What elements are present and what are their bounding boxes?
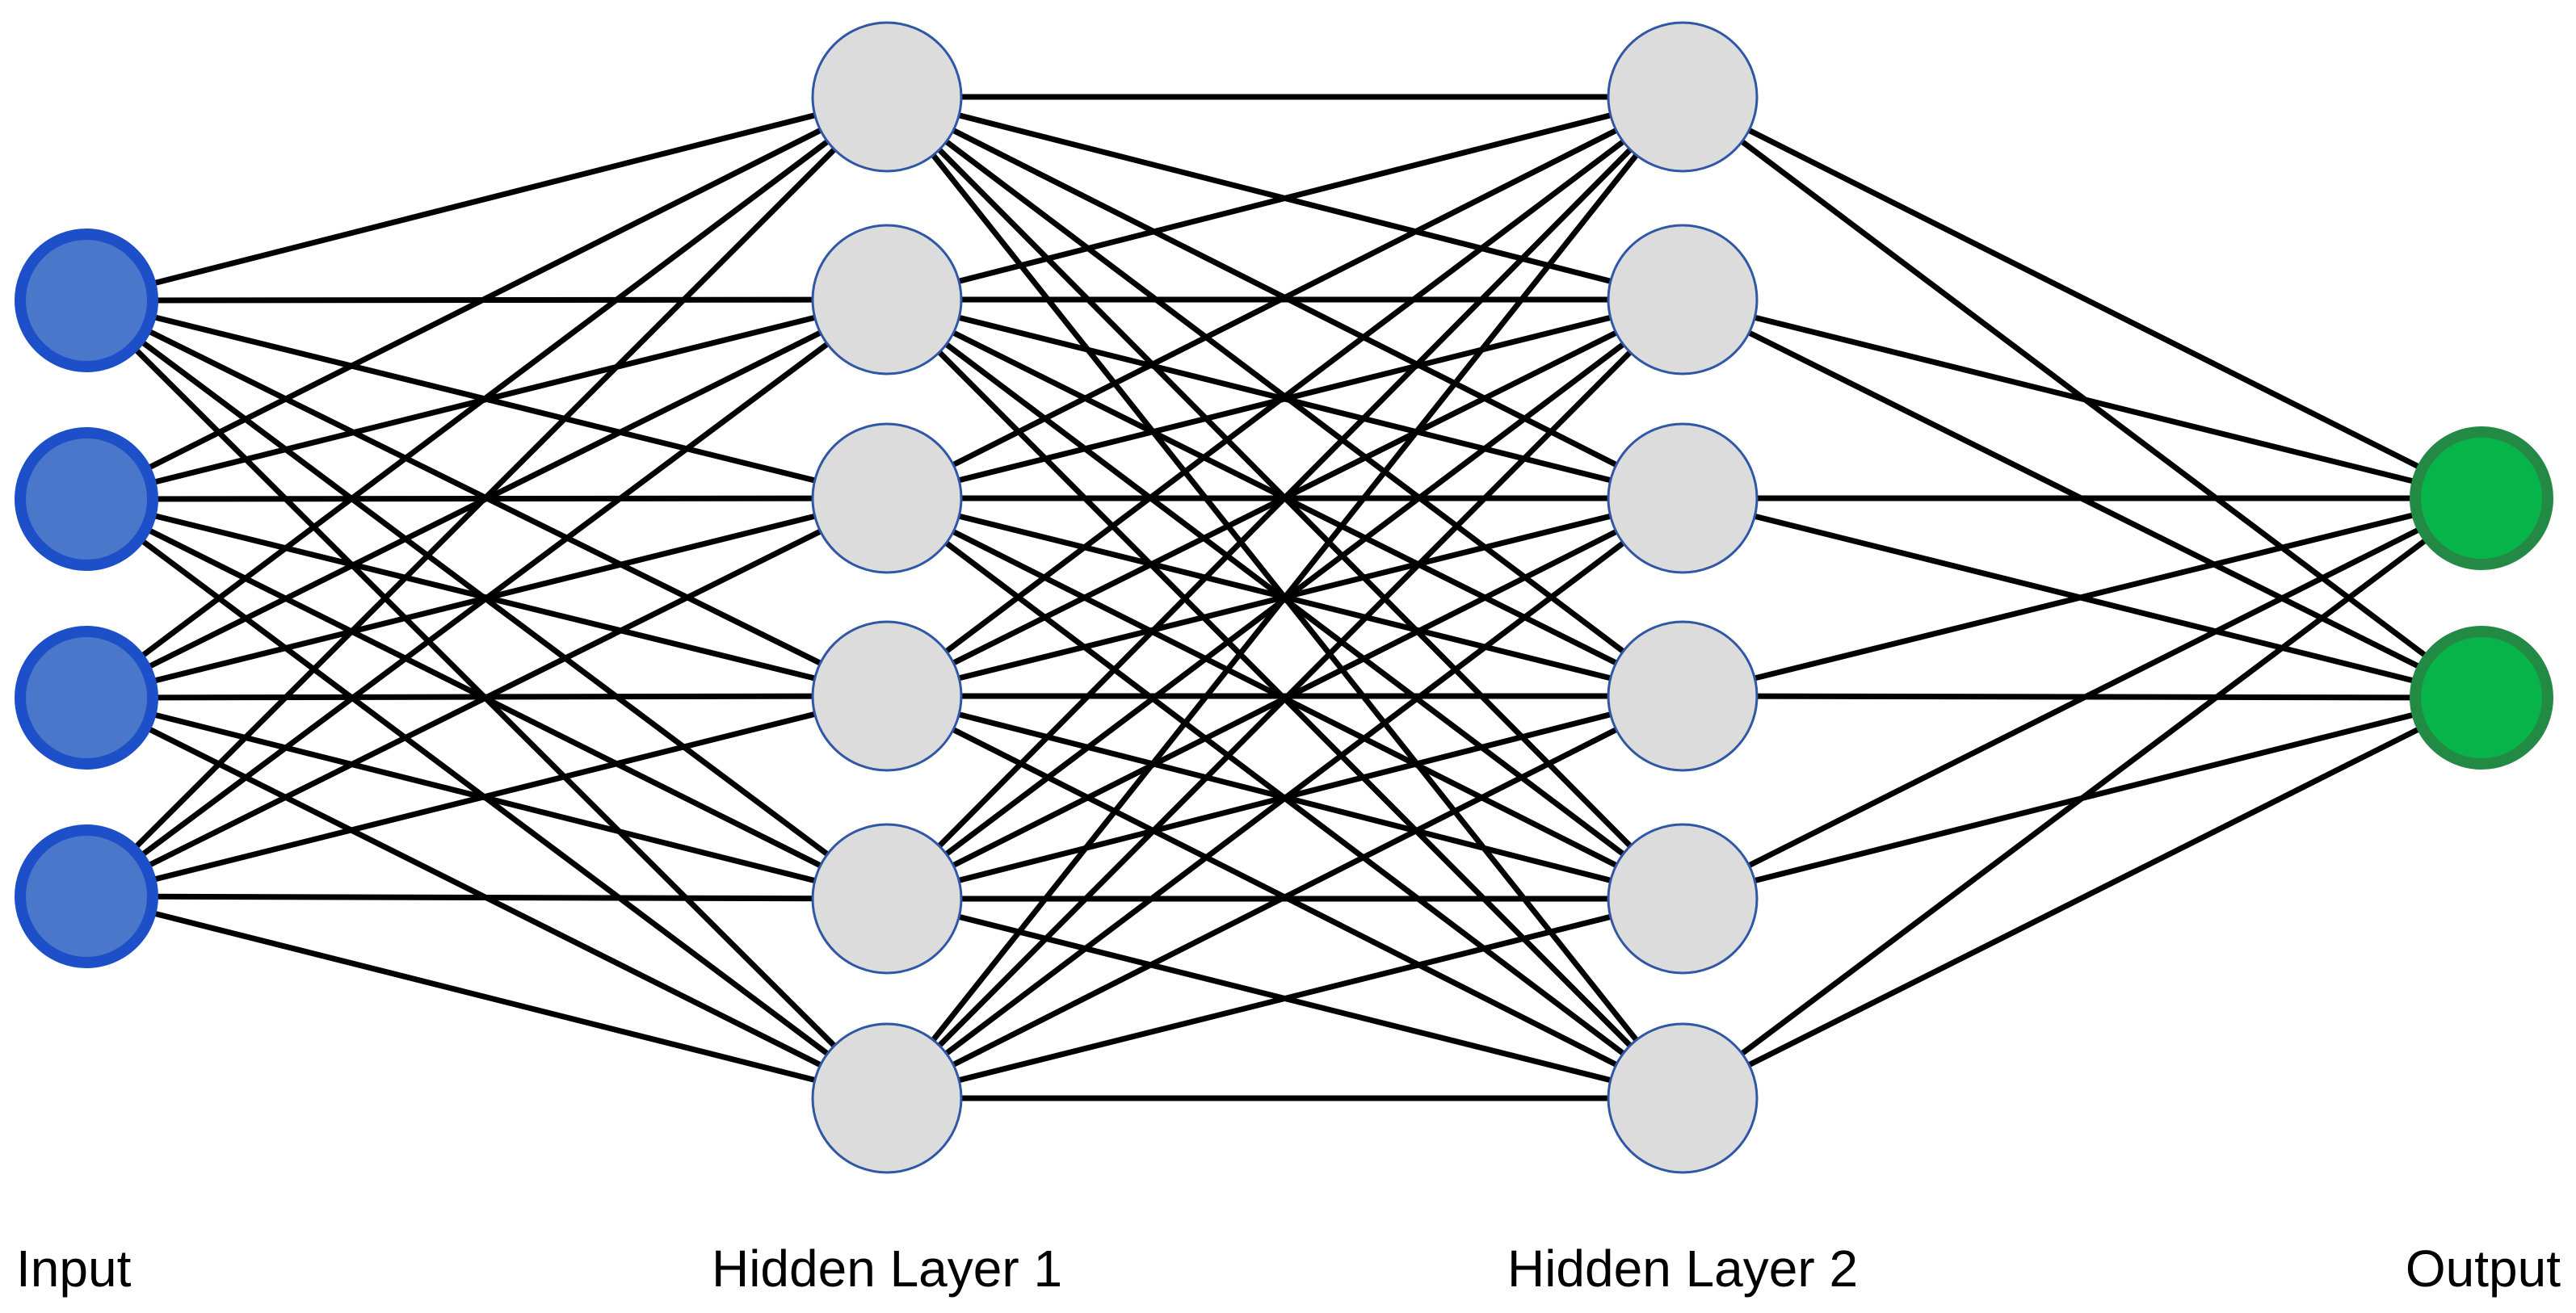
hidden-node-2-4 [811,620,963,772]
hidden-node-3-4 [1607,620,1759,772]
hidden-node-3-1 [1607,21,1759,173]
edge-l1-4-to-l2-2 [84,297,889,899]
edge-l3-2-to-l4-1 [1682,296,2482,501]
edge-l2-6-to-l3-5 [886,896,1683,1101]
layer-label-hidden-2: Hidden Layer 2 [1507,1240,1858,1298]
edge-l1-4-to-l2-1 [84,94,889,899]
hidden-node-2-5 [811,823,963,975]
hidden-node-2-1 [811,21,963,173]
edge-l1-2-to-l2-1 [85,94,889,502]
edge-l1-4-to-l2-5 [86,893,888,902]
edge-l2-2-to-l3-1 [886,94,1683,303]
hidden-node-3-3 [1607,422,1759,574]
hidden-node-3-5 [1607,823,1759,975]
edge-l1-4-to-l2-4 [86,693,888,900]
connections [84,94,2484,1101]
edge-l2-6-to-l3-1 [885,94,1685,1101]
layer-label-hidden-1: Hidden Layer 1 [712,1240,1062,1298]
edge-l1-4-to-l2-3 [85,495,889,900]
hidden-node-3-6 [1607,1022,1759,1174]
edge-l3-4-to-l4-1 [1682,495,2482,699]
output-node-4-2 [2410,626,2553,770]
hidden-node-2-2 [811,224,963,375]
edge-l2-6-to-l3-4 [885,693,1684,1101]
edge-l1-1-to-l2-1 [86,94,888,304]
edge-l2-6-to-l3-2 [885,297,1685,1101]
neurons [15,21,2553,1174]
hidden-node-3-2 [1607,224,1759,375]
edge-l1-3-to-l2-1 [84,94,889,700]
edge-l3-6-to-l4-1 [1680,496,2484,1101]
layer-labels: Input Hidden Layer 1 Hidden Layer 2 Outp… [16,1240,2561,1298]
hidden-node-2-6 [811,1022,963,1174]
edge-l2-4-to-l3-1 [885,94,1685,698]
output-node-4-1 [2410,426,2553,570]
input-node-1-3 [15,626,158,770]
layer-label-input: Input [16,1240,132,1298]
edge-l2-3-to-l3-1 [885,94,1684,501]
input-node-1-4 [15,824,158,968]
layer-label-output: Output [2406,1240,2561,1298]
input-node-1-2 [15,427,158,571]
edge-l2-5-to-l3-1 [885,94,1685,901]
hidden-node-2-3 [811,422,963,574]
input-node-1-1 [15,229,158,372]
edge-l3-6-to-l4-2 [1681,694,2483,1101]
edge-l3-5-to-l4-1 [1681,495,2483,902]
edge-l2-6-to-l3-3 [885,496,1685,1101]
edge-l1-4-to-l2-6 [86,893,888,1101]
edge-l3-1-to-l4-1 [1681,94,2483,501]
